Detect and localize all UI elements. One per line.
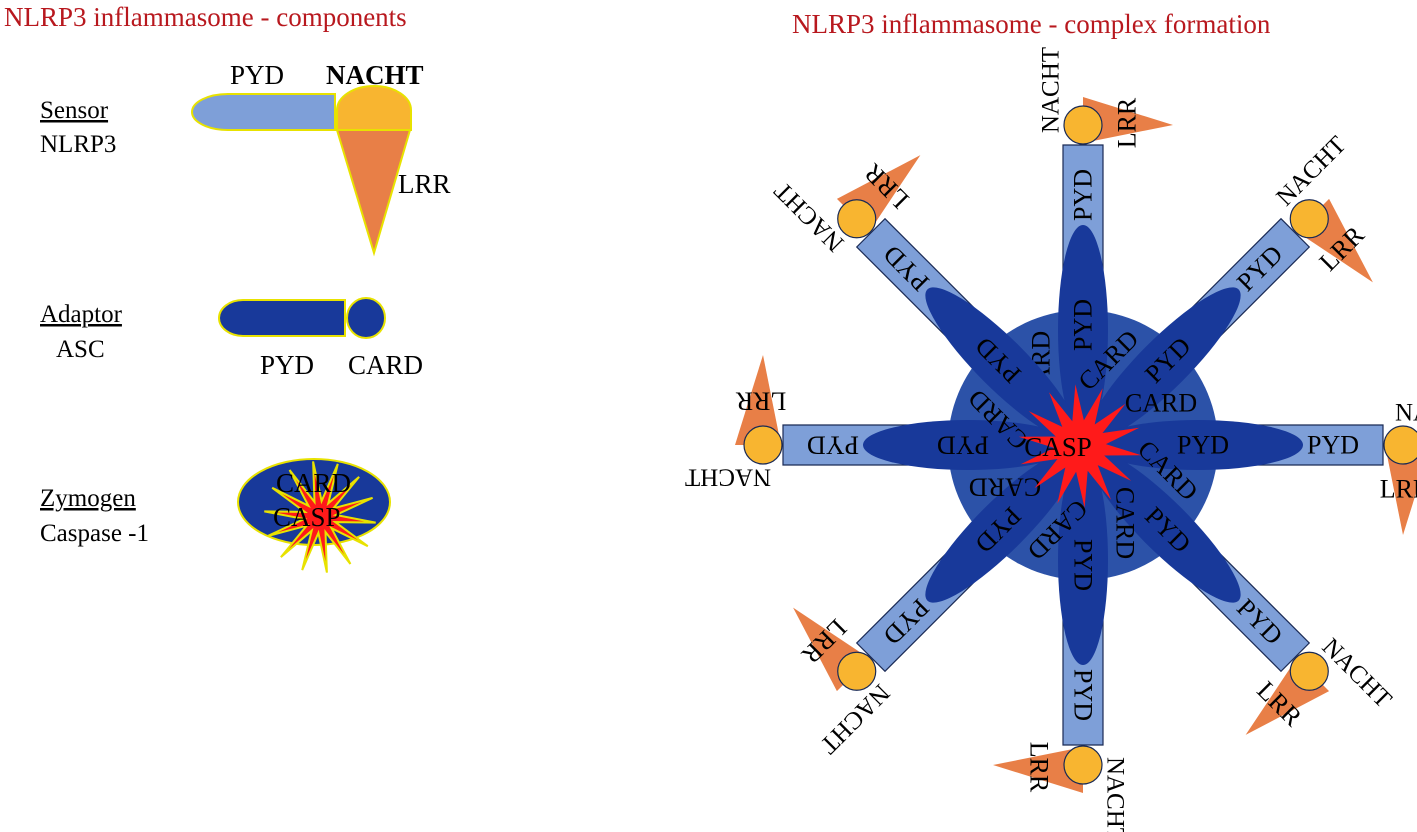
nacht-circle bbox=[1289, 199, 1329, 239]
asc-adaptor-ellipse bbox=[1087, 287, 1241, 441]
components-title: NLRP3 inflammasome - components bbox=[4, 2, 407, 32]
nacht-circle bbox=[1383, 425, 1417, 465]
nlrp3-pyd-label: PYD bbox=[1069, 169, 1098, 221]
asc-card-label: CARD bbox=[1111, 487, 1140, 559]
sensor-nacht-label: NACHT bbox=[326, 60, 424, 90]
zymogen-row: Zymogen Caspase -1 CARD CASP bbox=[40, 458, 391, 573]
nlrp3-pyd-label: PYD bbox=[1307, 431, 1359, 460]
complex-title: NLRP3 inflammasome - complex formation bbox=[792, 9, 1271, 39]
asc-adaptor-ellipse bbox=[1093, 420, 1303, 470]
asc-adaptor-ellipse bbox=[925, 287, 1079, 441]
complex-arm: PYD PYD CARD LRR NACHT bbox=[1093, 389, 1417, 535]
sensor-name: NLRP3 bbox=[40, 131, 116, 158]
adaptor-heading: Adaptor bbox=[40, 301, 123, 328]
zymogen-card-label: CARD bbox=[276, 468, 351, 498]
nacht-circle bbox=[837, 651, 877, 691]
complex-casp-label: CASP bbox=[1024, 432, 1092, 462]
asc-card-label: CARD bbox=[1125, 389, 1197, 418]
nacht-label: NACHT bbox=[1038, 47, 1065, 133]
sensor-nacht-domain bbox=[336, 85, 412, 131]
lrr-label: LRR bbox=[735, 387, 786, 416]
zymogen-casp-label: CASP bbox=[273, 502, 341, 532]
adaptor-pyd-domain bbox=[218, 299, 346, 337]
asc-pyd-label: PYD bbox=[1069, 299, 1098, 351]
zymogen-name: Caspase -1 bbox=[40, 520, 149, 547]
complex-casp-starburst bbox=[1018, 384, 1142, 508]
lrr-label: LRR bbox=[1025, 742, 1054, 793]
zymogen-heading: Zymogen bbox=[40, 485, 136, 512]
lrr-label: LRR bbox=[1380, 475, 1417, 504]
nacht-circle bbox=[1063, 745, 1103, 785]
asc-pyd-label: PYD bbox=[937, 431, 989, 460]
asc-adaptor-ellipse bbox=[925, 449, 1079, 603]
adaptor-name: ASC bbox=[56, 336, 105, 363]
nlrp3-pyd-label: PYD bbox=[1069, 669, 1098, 721]
sensor-row: Sensor NLRP3 PYD NACHT LRR bbox=[40, 60, 451, 257]
sensor-pyd-label: PYD bbox=[230, 60, 284, 90]
nacht-circle bbox=[743, 425, 783, 465]
complex-arm: PYD PYD CARD LRR NACHT bbox=[993, 455, 1140, 832]
sensor-lrr-label: LRR bbox=[398, 169, 451, 199]
nacht-label: NACHT bbox=[1102, 757, 1129, 832]
zymogen-casp-starburst bbox=[264, 461, 376, 573]
lrr-triangle bbox=[1083, 97, 1173, 143]
nacht-label: NACHT bbox=[1395, 400, 1417, 427]
inflammasome-complex: PYDPYDCARDLRRNACHTPYDPYDCARDLRRNACHTPYDP… bbox=[685, 47, 1417, 832]
adaptor-pyd-label: PYD bbox=[260, 350, 314, 380]
complex-arm: PYD PYD CARD LRR NACHT bbox=[685, 355, 1073, 502]
nacht-circle bbox=[1289, 651, 1329, 691]
nacht-circle bbox=[837, 199, 877, 239]
sensor-heading: Sensor bbox=[40, 97, 109, 124]
nlrp3-pyd-label: PYD bbox=[807, 431, 859, 460]
adaptor-card-label: CARD bbox=[348, 350, 423, 380]
adaptor-card-domain bbox=[346, 297, 386, 339]
asc-adaptor-ellipse bbox=[1058, 455, 1108, 665]
asc-card-label: CARD bbox=[969, 473, 1041, 502]
sensor-pyd-domain bbox=[191, 93, 336, 131]
nacht-label: NACHT bbox=[685, 464, 771, 491]
asc-adaptor-ellipse bbox=[1087, 449, 1241, 603]
adaptor-row: Adaptor ASC PYD CARD bbox=[40, 297, 423, 380]
lrr-triangle bbox=[993, 747, 1083, 793]
asc-pyd-label: PYD bbox=[1177, 431, 1229, 460]
asc-pyd-label: PYD bbox=[1069, 539, 1098, 591]
lrr-triangle bbox=[1385, 445, 1417, 535]
lrr-triangle bbox=[735, 355, 781, 445]
lrr-label: LRR bbox=[1113, 97, 1142, 148]
nacht-circle bbox=[1063, 105, 1103, 145]
asc-adaptor-ellipse bbox=[863, 420, 1073, 470]
asc-adaptor-ellipse bbox=[1058, 225, 1108, 435]
